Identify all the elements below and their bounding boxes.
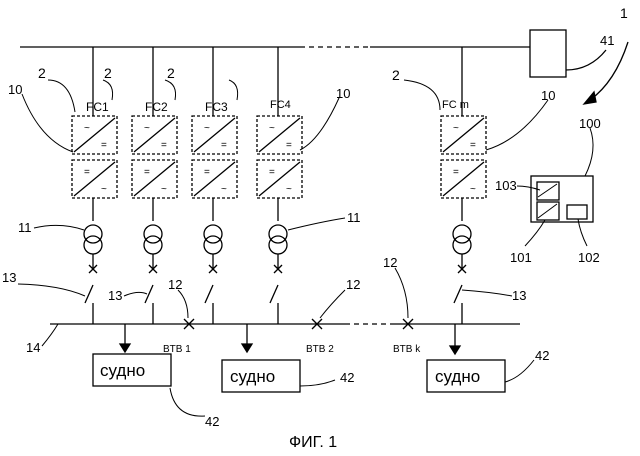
converter-column-m [441,47,486,324]
load-label-1: судно [100,361,145,380]
breaker-label-1: BTB 1 [163,344,191,355]
svg-text:~: ~ [161,184,167,195]
ref-load-3: 42 [535,348,549,363]
ref-converter-3: 2 [167,65,175,81]
ref-grid-unit: 41 [600,33,614,48]
ref-ctrl-102: 102 [578,250,600,265]
load-label-3: судно [435,367,480,386]
svg-text:~: ~ [204,123,210,134]
ref-switch-2: 13 [108,288,122,303]
converter-column-3 [192,47,237,324]
ref-converter-2: 2 [104,65,112,81]
ref-converter-1: 2 [38,65,46,81]
ref-ctrl-101: 101 [510,250,532,265]
svg-text:=: = [453,167,459,178]
svg-text:=: = [161,140,167,151]
ref-breaker-1: 12 [168,277,182,292]
svg-text:=: = [204,167,210,178]
svg-text:=: = [101,140,107,151]
ref-load-1: 42 [205,414,219,429]
svg-text:~: ~ [84,123,90,134]
converter-column-4 [257,47,302,324]
ref-converter-block-3: 10 [541,88,555,103]
svg-text:~: ~ [101,184,107,195]
svg-text:~: ~ [286,184,292,195]
ref-transformer-1: 11 [18,220,32,235]
ref-ctrl-103: 103 [495,178,517,193]
ref-system: 1 [620,5,628,21]
ref-switch-3: 13 [512,288,526,303]
converter-label-m: FC m [442,99,469,111]
load-label-2: судно [230,367,275,386]
breaker-label-k: BTB k [393,344,421,355]
controller-block [531,176,593,222]
svg-text:=: = [269,167,275,178]
converter-column-1 [72,47,117,324]
svg-text:=: = [84,167,90,178]
ref-converter-block-1: 10 [8,82,22,97]
ref-breaker-3: 12 [383,255,397,270]
converter-label-2: FC2 [145,100,168,114]
ref-converter-m: 2 [392,67,400,83]
grid-unit-box [530,30,566,77]
ref-transformer-2: 11 [347,210,361,225]
svg-text:~: ~ [144,123,150,134]
svg-text:~: ~ [453,123,459,134]
converter-label-3: FC3 [205,100,228,114]
converter-label-1: FC1 [86,100,109,114]
svg-text:~: ~ [269,123,275,134]
arrow-1 [590,42,628,100]
svg-text:=: = [144,167,150,178]
leader-41 [566,50,606,70]
figure-caption: ФИГ. 1 [289,434,337,451]
ref-load-2: 42 [340,370,354,385]
arrow-1-head [584,92,596,104]
ref-breaker-2: 12 [346,277,360,292]
ref-switch-1: 13 [2,270,16,285]
svg-text:~: ~ [221,184,227,195]
breaker-label-2: BTB 2 [306,344,334,355]
ref-converter-block-2: 10 [336,86,350,101]
svg-text:=: = [221,140,227,151]
svg-text:=: = [286,140,292,151]
ref-controller: 100 [579,116,601,131]
ref-bus: 14 [26,340,40,355]
svg-text:=: = [470,140,476,151]
converter-label-4: FC4 [270,99,291,111]
svg-text:~: ~ [470,184,476,195]
